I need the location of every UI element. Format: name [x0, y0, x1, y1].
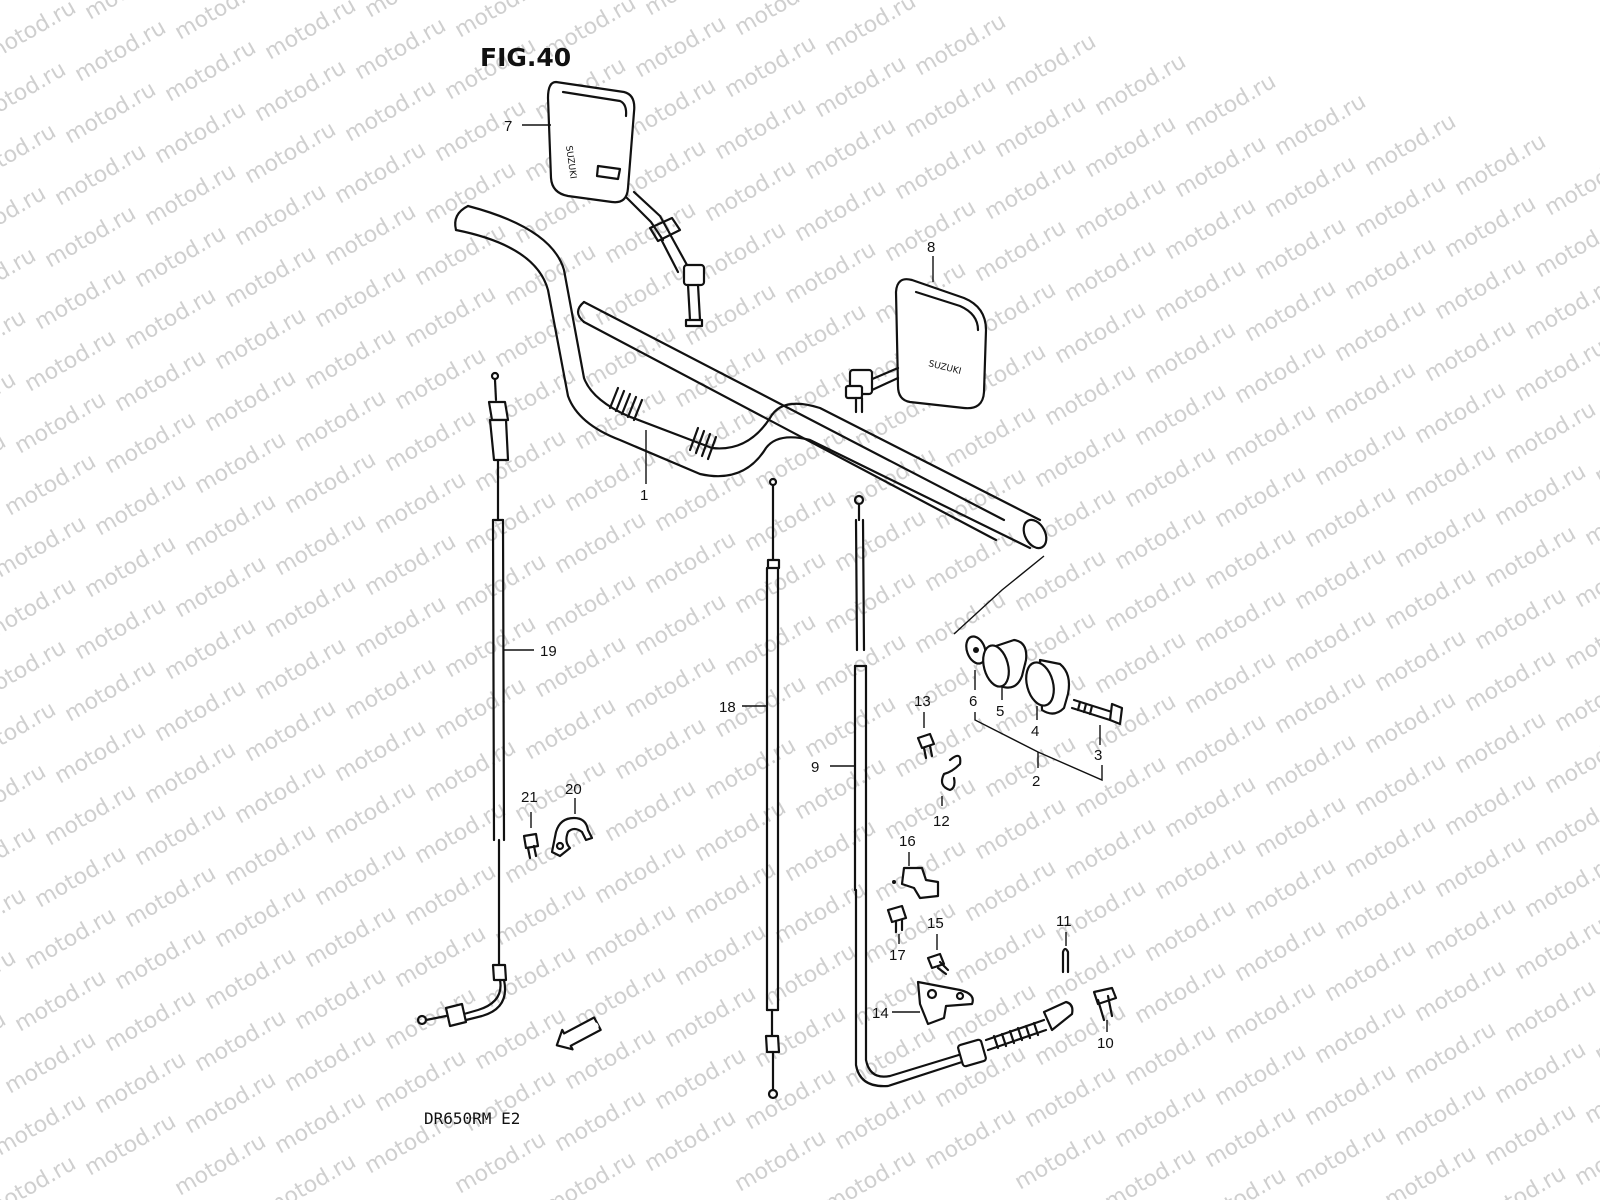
clutch-cable[interactable]: [853, 494, 1074, 1088]
figure-title: FIG.40: [480, 43, 571, 72]
svg-text:15: 15: [927, 915, 944, 932]
mirror-right[interactable]: SUZUKI: [844, 278, 988, 414]
pin[interactable]: [1092, 986, 1118, 1022]
svg-text:16: 16: [899, 833, 916, 850]
clip-bolt[interactable]: [916, 732, 936, 760]
callout-21: 21: [521, 789, 538, 828]
svg-text:21: 21: [521, 789, 538, 806]
callout-9: 9: [811, 759, 855, 776]
callout-8: 8: [927, 239, 935, 282]
balancer-weight-inner[interactable]: [979, 638, 1028, 689]
balancer-weight-outer[interactable]: [1022, 658, 1071, 715]
handlebar-knurling: [608, 386, 718, 461]
mirror-brand-left: SUZUKI: [563, 145, 578, 180]
handlebar[interactable]: [454, 204, 1051, 552]
svg-text:7: 7: [504, 118, 512, 135]
callout-14: 14: [872, 1005, 920, 1022]
callout-16: 16: [899, 833, 916, 866]
svg-text:12: 12: [933, 813, 950, 830]
cable-bracket[interactable]: [916, 980, 974, 1026]
svg-text:17: 17: [889, 947, 906, 964]
svg-text:10: 10: [1097, 1035, 1114, 1052]
callout-10: 10: [1097, 1020, 1114, 1052]
mirror-left[interactable]: SUZUKI: [546, 80, 706, 328]
callout-20: 20: [565, 781, 582, 814]
callout-12: 12: [933, 796, 950, 830]
svg-text:4: 4: [1031, 723, 1039, 740]
callout-17: 17: [889, 934, 906, 964]
callout-19: 19: [504, 643, 557, 660]
callout-13: 13: [914, 693, 931, 728]
clamp-bolt[interactable]: [886, 904, 908, 934]
throttle-cable-1[interactable]: [764, 477, 781, 1100]
cable-clip[interactable]: [940, 754, 962, 792]
callout-7: 7: [504, 118, 551, 135]
svg-text:3: 3: [1094, 747, 1102, 764]
svg-text:9: 9: [811, 759, 819, 776]
cable-holder[interactable]: [550, 816, 594, 858]
callout-11: 11: [1056, 913, 1072, 946]
cotter-pin[interactable]: [1061, 947, 1070, 974]
callout-18: 18: [719, 699, 767, 716]
holder-bolt[interactable]: [522, 832, 540, 860]
svg-text:18: 18: [719, 699, 736, 716]
callout-1: 1: [640, 430, 648, 504]
svg-text:6: 6: [969, 693, 977, 710]
cable-clamp[interactable]: [892, 866, 940, 900]
svg-text:20: 20: [565, 781, 582, 798]
callout-group-2-6: 6 5 4 3 2: [969, 670, 1103, 790]
svg-text:8: 8: [927, 239, 935, 256]
bar-end-leader: [953, 555, 1045, 635]
throttle-cable-2[interactable]: [416, 371, 510, 1028]
balancer-washer[interactable]: [963, 634, 989, 666]
model-code: DR650RM E2: [424, 1109, 520, 1128]
bracket-bolt[interactable]: [926, 952, 950, 976]
svg-text:14: 14: [872, 1005, 889, 1022]
svg-text:2: 2: [1032, 773, 1040, 790]
callout-15: 15: [927, 915, 944, 950]
svg-text:13: 13: [914, 693, 931, 710]
svg-text:19: 19: [540, 643, 557, 660]
svg-text:5: 5: [996, 703, 1004, 720]
svg-text:11: 11: [1056, 913, 1072, 930]
svg-text:1: 1: [640, 487, 648, 504]
balancer-screw[interactable]: [1070, 698, 1124, 726]
